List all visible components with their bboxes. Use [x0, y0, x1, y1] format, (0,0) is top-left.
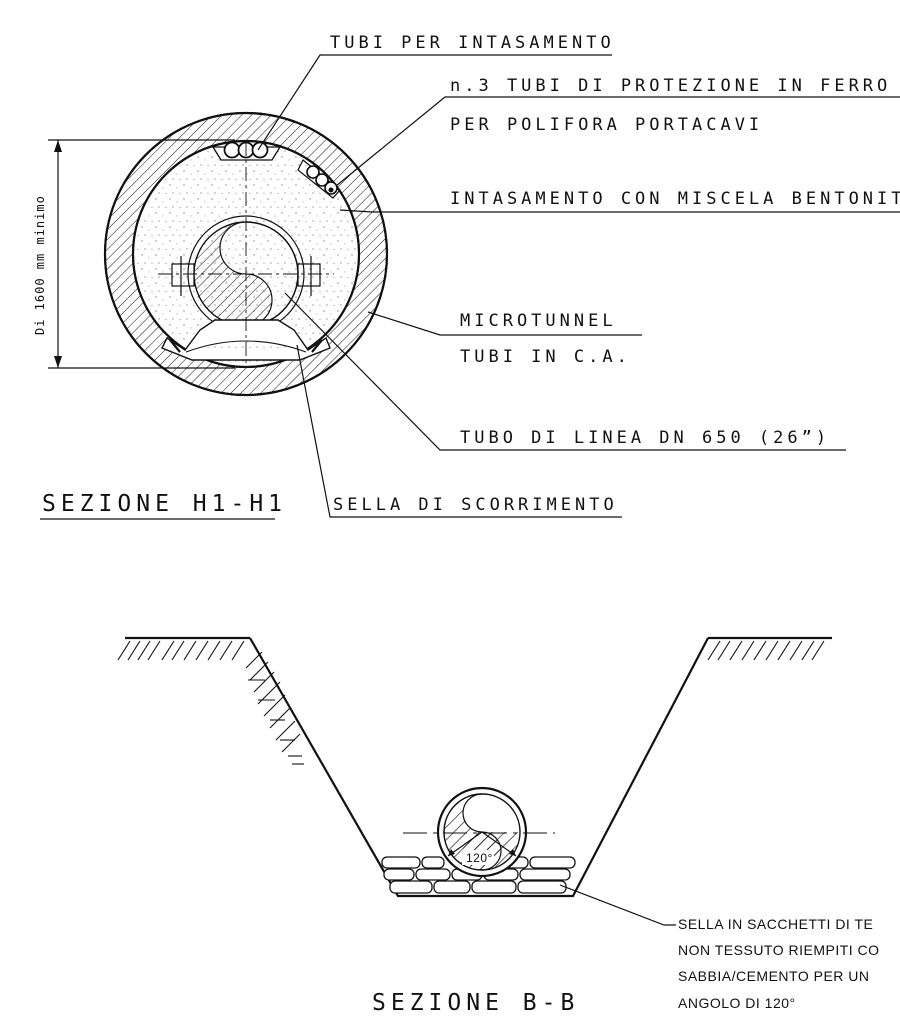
label-tubo-linea: TUBO DI LINEA DN 650 (26”) [460, 428, 830, 448]
note-line-4: ANGOLO DI 120° [678, 995, 796, 1011]
section-h1-title: SEZIONE H1-H1 [42, 491, 287, 517]
label-microtunnel: MICROTUNNEL [460, 311, 617, 331]
section-bb-title: SEZIONE B-B [372, 990, 579, 1016]
label-tubi-intasamento: TUBI PER INTASAMENTO [330, 33, 615, 53]
angle-label: 120° [466, 851, 493, 865]
section-bb-drawing: 120° [117, 636, 832, 926]
note-line-2: NON TESSUTO RIEMPITI CO [678, 942, 880, 958]
label-leaders: TUBI PER INTASAMENTO n.3 TUBI DI PROTEZI… [257, 33, 900, 518]
label-tubi-ca: TUBI IN C.A. [460, 347, 631, 367]
spacer-brackets [171, 256, 321, 296]
label-intasamento: INTASAMENTO CON MISCELA BENTONIT [450, 189, 900, 209]
diameter-label: Di 1600 mm minimo [33, 195, 47, 335]
trench-outline [249, 637, 709, 898]
grout-tubes [211, 141, 282, 161]
protection-tubes [297, 159, 341, 199]
note-line-1: SELLA IN SACCHETTI DI TE [678, 916, 873, 932]
label-sella: SELLA DI SCORRIMENTO [333, 495, 618, 515]
label-tubi-protezione: n.3 TUBI DI PROTEZIONE IN FERRO [450, 76, 891, 96]
note-line-3: SABBIA/CEMENTO PER UN [678, 968, 870, 984]
diameter-dimension: Di 1600 mm minimo [33, 139, 235, 369]
sandbag-saddle [381, 856, 576, 894]
label-polifora: PER POLIFORA PORTACAVI [450, 115, 763, 135]
